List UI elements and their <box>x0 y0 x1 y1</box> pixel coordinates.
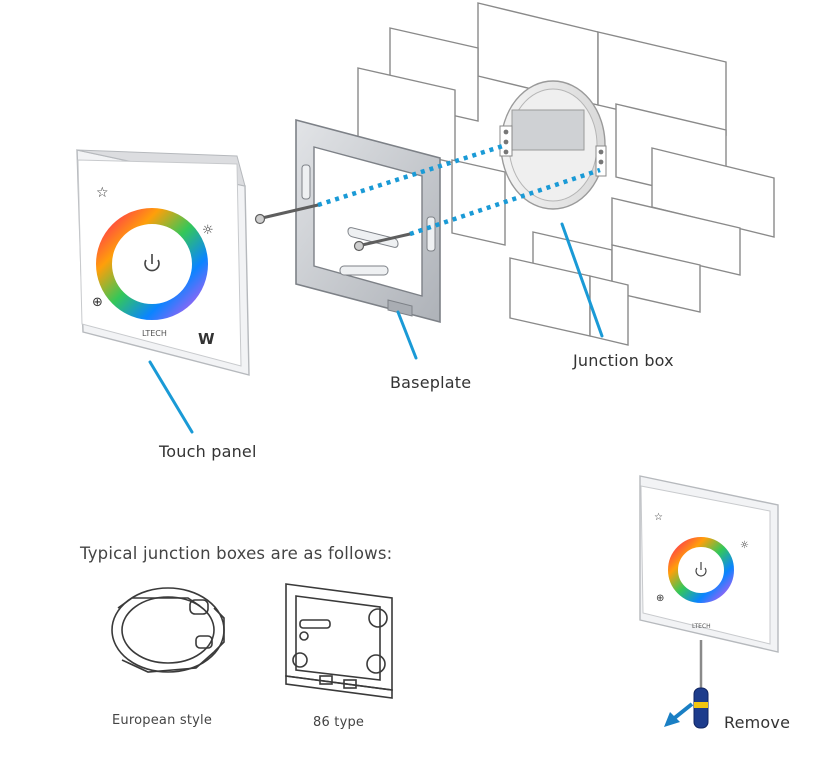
touch-panel: ☆ ☼ ⊕ W LTECH <box>76 149 250 376</box>
typical-boxes-intro: Typical junction boxes are as follows: <box>80 544 393 563</box>
white-key-glyph: W <box>198 330 215 348</box>
svg-text:☆: ☆ <box>654 512 663 523</box>
remove-arrow-icon <box>664 702 694 727</box>
touch-panel-small: ☆ ☼ ⊕ LTECH <box>639 475 779 653</box>
type-86-box <box>285 583 393 699</box>
svg-text:☼: ☼ <box>740 540 749 551</box>
alignment-lines <box>317 142 601 237</box>
screwdriver <box>693 640 709 729</box>
svg-text:☆: ☆ <box>96 185 109 201</box>
svg-text:⊕: ⊕ <box>656 593 664 604</box>
european-style-box <box>111 587 225 673</box>
baseplate <box>295 118 441 324</box>
type-86-label: 86 type <box>313 715 365 730</box>
touch-panel-label: Touch panel <box>159 442 257 461</box>
svg-text:⊕: ⊕ <box>92 295 103 310</box>
baseplate-label: Baseplate <box>390 373 472 392</box>
brand-logo-text-small: LTECH <box>692 623 711 630</box>
screws <box>260 203 412 247</box>
junction-box <box>499 80 607 210</box>
remove-label: Remove <box>724 713 791 732</box>
brand-logo-text: LTECH <box>142 329 167 338</box>
european-style-label: European style <box>112 713 213 728</box>
svg-text:☼: ☼ <box>202 223 214 238</box>
callout-lines <box>148 222 604 434</box>
brick-wall <box>357 2 775 346</box>
junction-box-label: Junction box <box>573 351 674 370</box>
